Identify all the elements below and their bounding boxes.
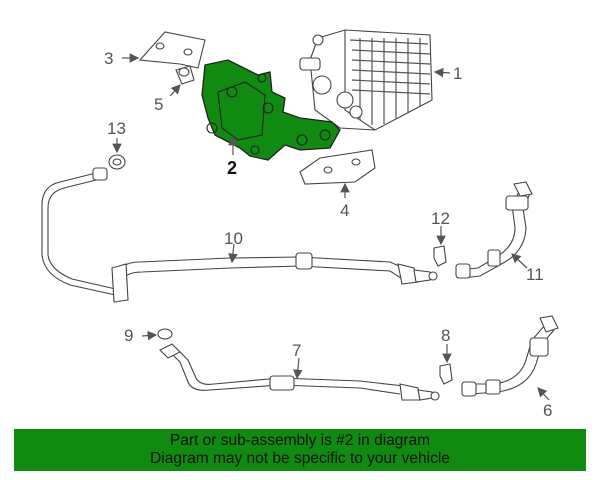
callout-9: 9	[124, 326, 133, 345]
hose-part-6[interactable]	[461, 315, 559, 397]
hose-part-11[interactable]	[455, 181, 533, 279]
clip-part-8[interactable]	[439, 363, 453, 385]
bracket-part-highlighted[interactable]	[201, 59, 341, 161]
info-banner: Part or sub-assembly is #2 in diagram Di…	[14, 429, 586, 471]
callout-13: 13	[107, 119, 126, 138]
callout-6: 6	[543, 401, 552, 420]
callout-10: 10	[224, 229, 243, 248]
callout-4: 4	[340, 201, 349, 220]
callout-7: 7	[292, 341, 301, 360]
callout-5: 5	[154, 95, 163, 114]
o-ring-part-9[interactable]	[157, 328, 173, 340]
o-ring-part-13[interactable]	[108, 154, 126, 170]
banner-line-2: Diagram may not be specific to your vehi…	[150, 450, 450, 467]
bushing-part-5[interactable]	[175, 65, 195, 85]
banner-line-1: Part or sub-assembly is #2 in diagram	[169, 432, 431, 449]
plate-part-4[interactable]	[299, 149, 376, 185]
callout-1: 1	[453, 64, 462, 83]
oil-cooler-part[interactable]	[299, 29, 433, 131]
hose-part-10[interactable]	[41, 167, 438, 303]
hose-part-7[interactable]	[159, 343, 440, 401]
parts-diagram: 1 2 3 5 4 13	[41, 29, 559, 420]
callout-12: 12	[431, 209, 450, 228]
clip-part-12[interactable]	[433, 245, 447, 267]
plate-part-3[interactable]	[138, 31, 206, 69]
callout-2: 2	[227, 158, 237, 178]
callout-11: 11	[526, 265, 544, 284]
callout-3: 3	[104, 49, 113, 68]
callout-8: 8	[441, 326, 450, 345]
